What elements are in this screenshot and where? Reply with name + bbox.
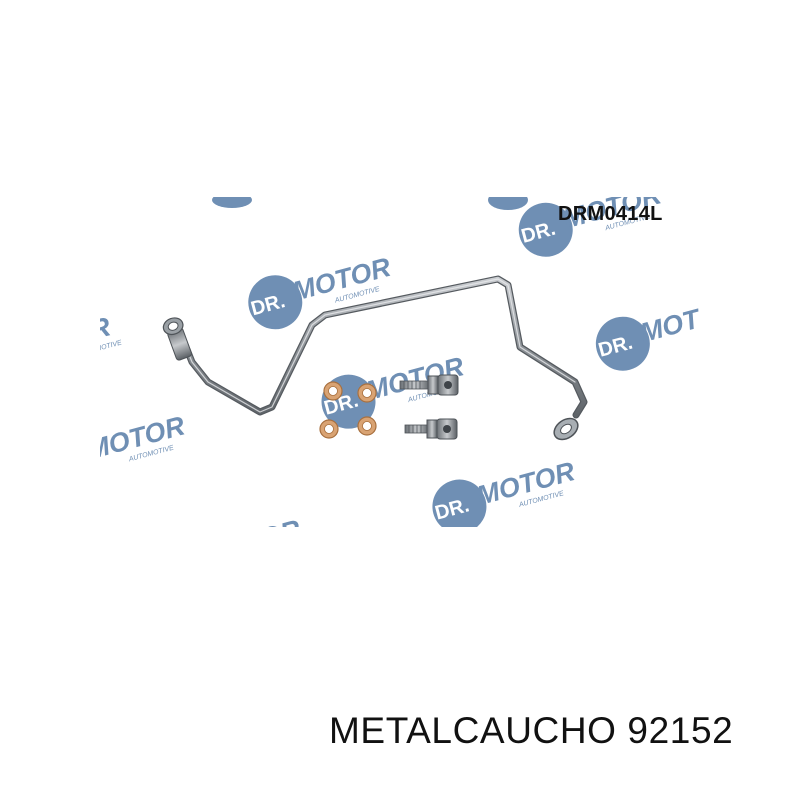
banjo-bolt-icon	[404, 418, 458, 440]
watermark-logo: DR. MOT	[595, 303, 700, 371]
watermark-logo: DR AUTOMOTIVE	[100, 311, 123, 358]
watermark-fragment	[488, 197, 528, 210]
watermark-motor: MOTOR	[199, 514, 304, 527]
copper-washers	[319, 381, 377, 439]
washer-icon	[357, 383, 377, 403]
washer-icon	[323, 381, 343, 401]
watermark-fragment	[212, 197, 252, 208]
pipe-fitting-left	[162, 317, 192, 361]
part-code-label: DRM0414L	[558, 203, 663, 225]
watermark-logo: DR. MOTOR AUTOMOTIVE	[518, 197, 665, 257]
washer-icon	[357, 416, 377, 436]
watermark-logo: DR.	[699, 411, 700, 477]
watermark-logo: DR. MOTOR AUTOMOTIVE	[199, 514, 304, 527]
washer-icon	[319, 419, 339, 439]
watermark-logo: MOTOR AUTOMOTIVE	[100, 410, 188, 465]
product-caption: METALCAUCHO 92152	[329, 710, 734, 751]
watermark-layer: DR. MOTOR AUTOMOTIVE DR. MOTOR AUTOMOTIV…	[100, 197, 700, 527]
banjo-bolt-icon	[399, 374, 459, 396]
product-photo-svg: DR. MOTOR AUTOMOTIVE DR. MOTOR AUTOMOTIV…	[100, 197, 700, 527]
product-photo: DR. MOTOR AUTOMOTIVE DR. MOTOR AUTOMOTIV…	[100, 197, 700, 527]
pipe-banjo-end-right	[553, 417, 579, 441]
watermark-motor: MOT	[637, 303, 700, 348]
turbo-oil-feed-pipe	[162, 275, 588, 441]
watermark-logo: DR. MOTOR AUTOMOTIVE	[432, 456, 578, 527]
